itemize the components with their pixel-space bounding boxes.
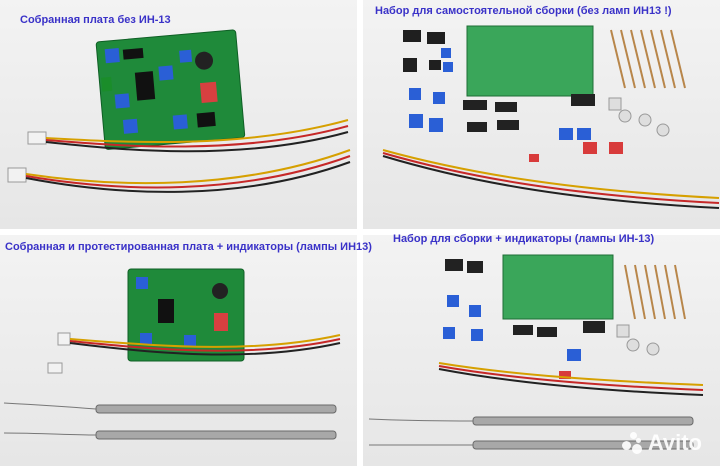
diy-kit-photo [382,25,720,209]
panel-kit-with-tubes: Набор для сборки + индикаторы (лампы ИН-… [363,233,720,466]
avito-dots-icon [621,432,644,454]
kit-with-tubes-photo [368,254,704,450]
panel-caption: Набор для самостоятельной сборки (без ла… [375,5,672,17]
assembled-board-photo [7,29,351,193]
assembled-with-tubes-photo [3,268,341,440]
panel-caption: Собранная плата без ИН-13 [20,14,171,26]
panel-assembled-board: Собранная плата без ИН-13 [0,0,357,229]
panel-caption: Набор для сборки + индикаторы (лампы ИН-… [393,233,655,245]
panel-diy-kit: Набор для самостоятельной сборки (без ла… [363,0,720,229]
panel-caption: Собранная и протестированная плата + инд… [5,241,372,253]
avito-watermark-text: Avito [647,430,702,455]
panel-assembled-with-tubes: Собранная и протестированная плата + инд… [0,235,372,466]
avito-watermark: Avito [621,430,702,456]
